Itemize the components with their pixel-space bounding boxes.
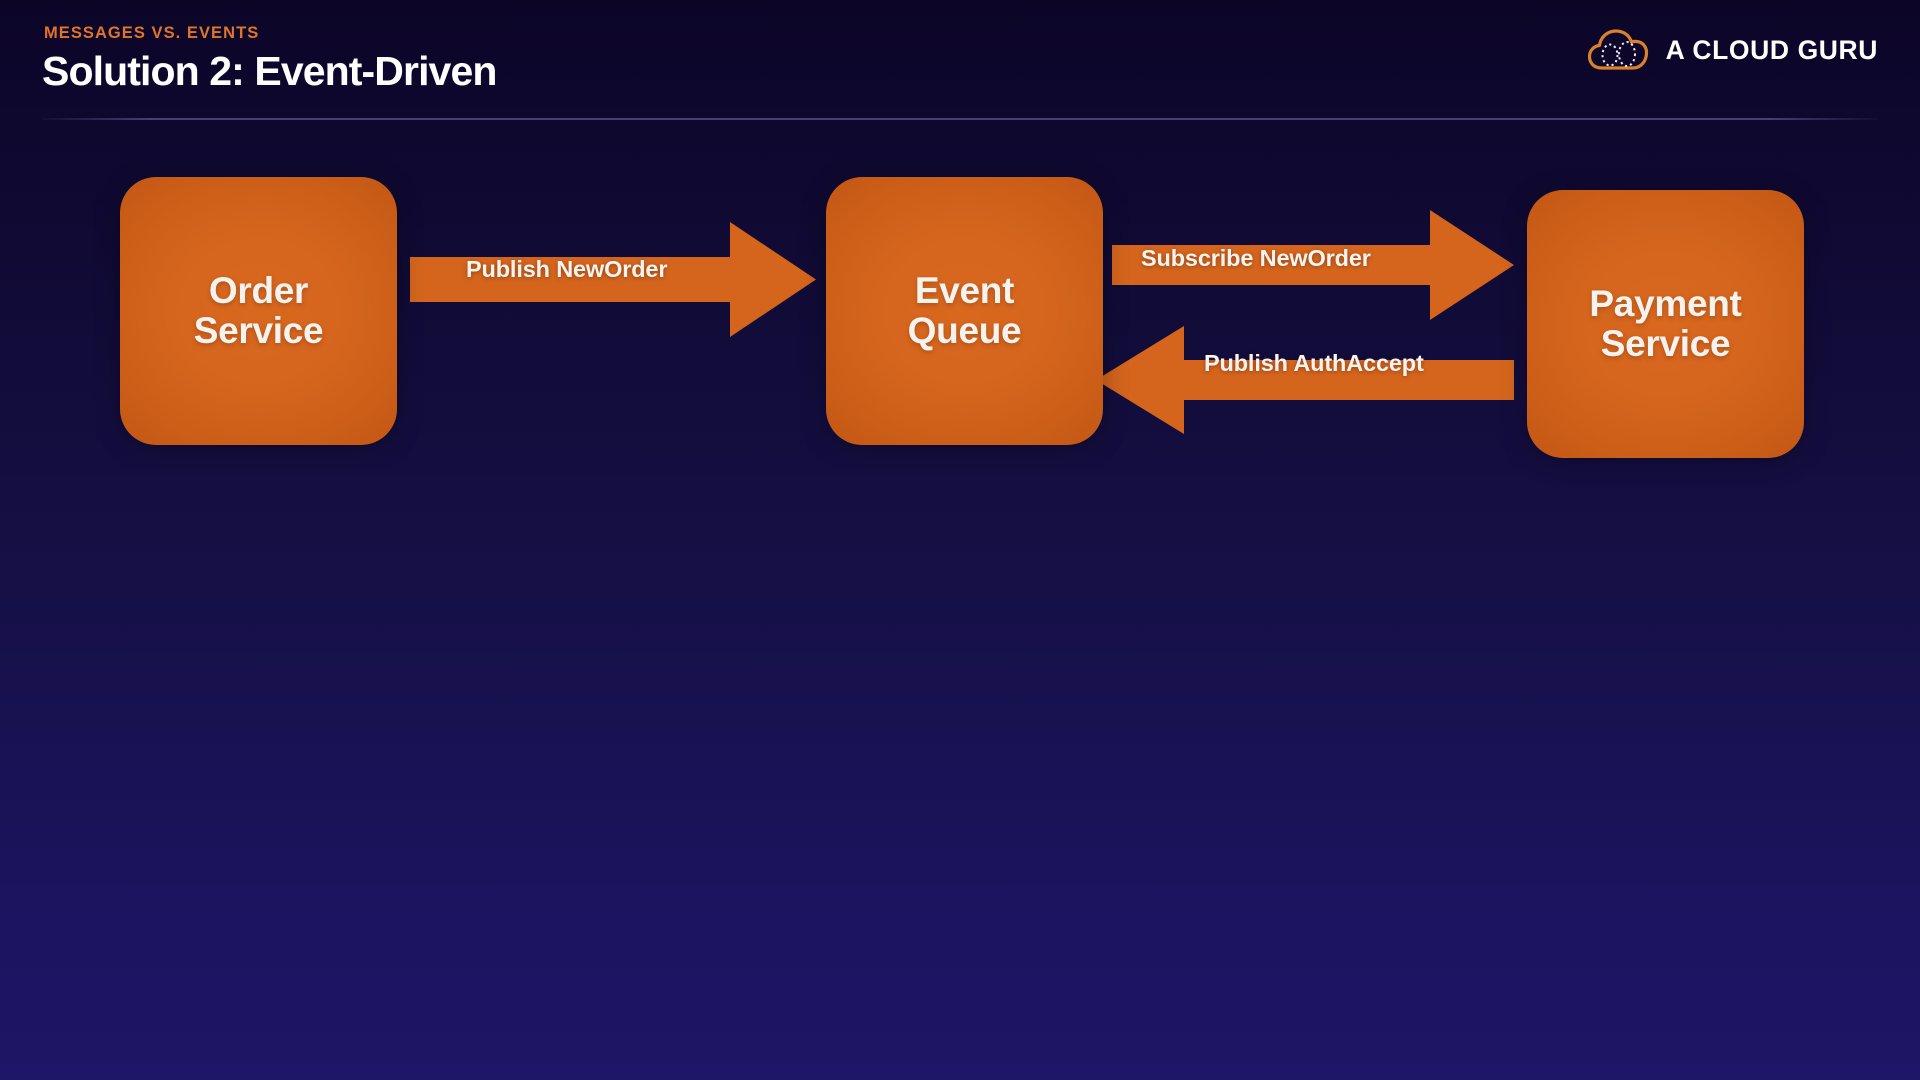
node-payment-service[interactable]: Payment Service <box>1527 190 1804 458</box>
eyebrow-label: MESSAGES VS. EVENTS <box>44 24 260 42</box>
node-order-service[interactable]: Order Service <box>120 177 397 445</box>
node-event-queue-label: Event Queue <box>907 270 1022 351</box>
node-order-service-label: Order Service <box>193 270 324 351</box>
node-event-queue[interactable]: Event Queue <box>826 177 1103 445</box>
arrow-publish-neworder <box>410 222 816 337</box>
header-divider <box>42 118 1878 120</box>
node-payment-service-label: Payment Service <box>1589 283 1742 364</box>
slide-header: MESSAGES VS. EVENTS Solution 2: Event-Dr… <box>0 0 1920 122</box>
cloud-icon <box>1587 28 1649 72</box>
brand-name: A CLOUD GURU <box>1665 34 1878 65</box>
brand-logo: A CLOUD GURU <box>1587 28 1878 72</box>
arrow-publish-authaccept <box>1096 326 1514 434</box>
arrow-subscribe-neworder <box>1112 210 1514 320</box>
page-title: Solution 2: Event-Driven <box>42 48 497 94</box>
